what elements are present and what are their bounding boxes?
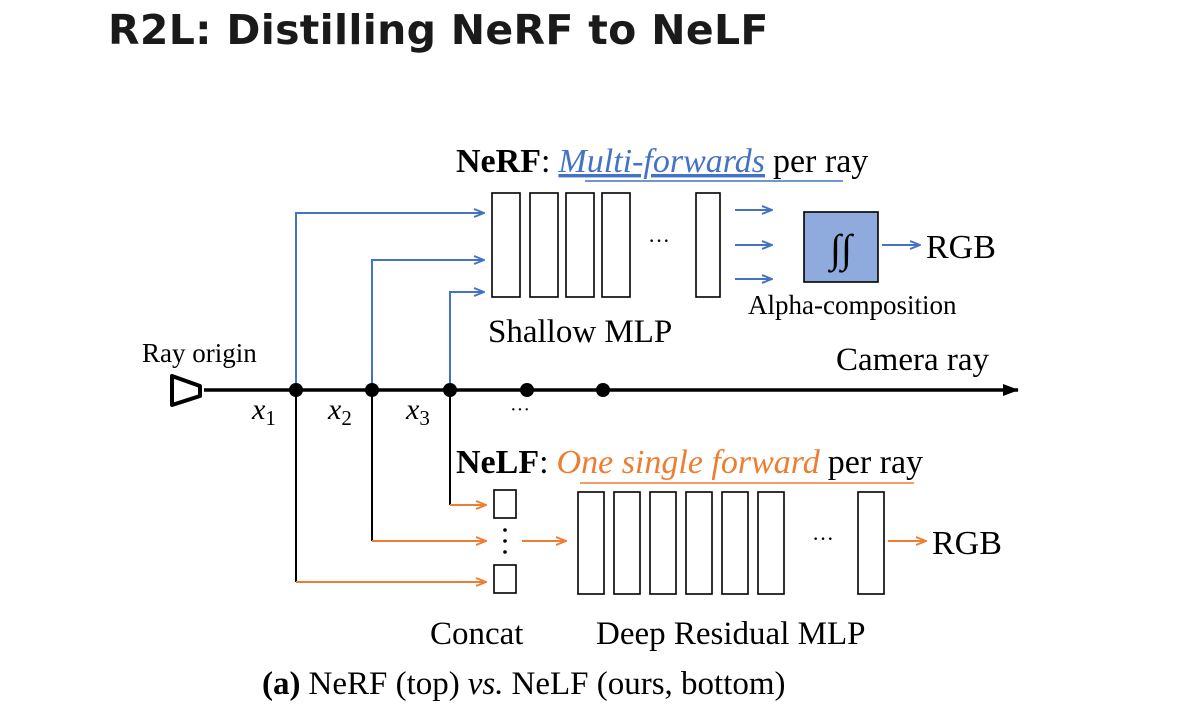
nelf-layer-box xyxy=(857,491,885,595)
nerf-layer-box xyxy=(529,192,559,298)
ray-ellipsis: ··· xyxy=(510,399,530,421)
nelf-layer-box xyxy=(685,491,713,595)
nelf-feeders xyxy=(295,390,451,582)
figure-caption: (a)NeRF (top)vs.NeLF (ours, bottom) xyxy=(262,666,786,702)
concat-box-bottom xyxy=(493,564,517,594)
nerf-feeders xyxy=(295,213,484,388)
sample-label-x2: x2 xyxy=(327,393,352,430)
deep-residual-mlp-label: Deep Residual MLP xyxy=(596,616,865,652)
nerf-layer-box xyxy=(601,192,631,298)
slide-title: R2L: Distilling NeRF to NeLF xyxy=(108,6,769,54)
sample-label-x3: x3 xyxy=(405,393,430,430)
nelf-emphasis: One single forward xyxy=(557,444,821,481)
nerf-layer-box xyxy=(565,192,595,298)
camera-icon xyxy=(170,374,202,407)
alpha-composition-box xyxy=(803,211,879,283)
nerf-output-arrows xyxy=(735,210,772,279)
nerf-name: NeRF xyxy=(456,143,541,180)
nerf-mlp-ellipsis: ··· xyxy=(648,228,670,253)
nerf-feed-x3 xyxy=(449,292,484,388)
concat-label: Concat xyxy=(430,616,523,652)
nelf-layer-box xyxy=(649,491,677,595)
nerf-emphasis: Multi-forwards xyxy=(557,143,765,180)
nerf-layer-box xyxy=(695,192,721,298)
sample-point xyxy=(596,383,610,397)
nerf-feed-x2 xyxy=(371,260,484,388)
nerf-layer-box xyxy=(491,192,521,298)
nelf-name: NeLF xyxy=(456,444,539,481)
nelf-mlp-ellipsis: ··· xyxy=(812,526,834,551)
nelf-layer-box xyxy=(613,491,641,595)
concat-boxes xyxy=(493,489,517,594)
sample-point xyxy=(520,383,534,397)
integral-icon: ∫∫ xyxy=(827,226,855,273)
nerf-feed-x1 xyxy=(295,213,484,388)
shallow-mlp-label: Shallow MLP xyxy=(488,314,672,350)
nelf-layer-box xyxy=(577,491,605,595)
nerf-rgb-output: RGB xyxy=(926,229,996,266)
nelf-feed-arrows xyxy=(296,505,486,582)
alpha-composition-label: Alpha-composition xyxy=(748,290,957,320)
nelf-layer-box xyxy=(757,491,785,595)
nelf-rgb-output: RGB xyxy=(932,525,1002,562)
camera-ray-label: Camera ray xyxy=(836,342,989,378)
concat-box-top xyxy=(493,489,517,519)
ray-origin-label: Ray origin xyxy=(142,338,257,368)
sample-label-x1: x1 xyxy=(251,393,276,430)
nelf-layer-box xyxy=(721,491,749,595)
concat-vertical-ellipsis xyxy=(503,528,507,554)
nelf-deep-mlp xyxy=(577,491,885,595)
nerf-shallow-mlp xyxy=(491,192,721,298)
